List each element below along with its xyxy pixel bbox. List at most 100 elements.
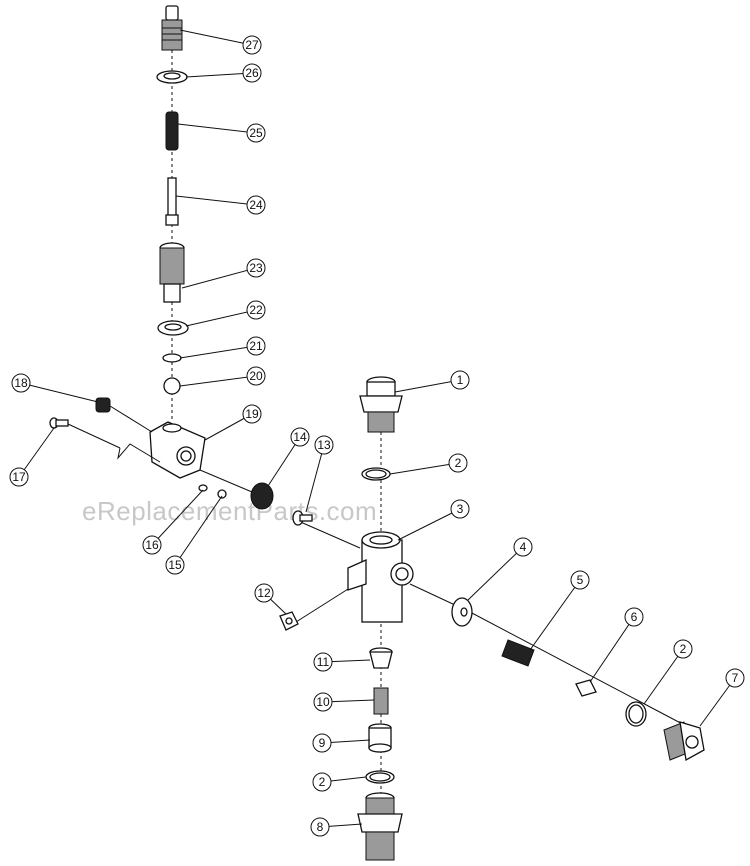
callout-balloon-12 (254, 583, 274, 603)
callout-label-22: 22 (249, 303, 263, 317)
callout-balloon-21 (246, 336, 266, 356)
callout-balloon-27 (242, 35, 262, 55)
callout-balloon-17 (9, 467, 29, 487)
part-2-o-ring-right (625, 701, 647, 727)
callout-label-5: 5 (577, 573, 584, 587)
callout-balloon-15 (165, 555, 185, 575)
part-16-small-o-ring (198, 484, 208, 492)
part-11-cap (369, 647, 393, 669)
callout-leader-27 (179, 29, 253, 46)
part-2-o-ring-upper (361, 467, 391, 481)
part-8-bottom-fitting (357, 792, 403, 861)
callout-leader-2 (389, 462, 459, 475)
callout-label-27: 27 (245, 38, 259, 52)
part-18-plug (95, 397, 111, 413)
callout-leader-17 (18, 427, 55, 478)
part-23-threaded-body (159, 242, 185, 303)
callout-leader-20 (179, 375, 257, 387)
callout-balloon-25 (246, 123, 266, 143)
callout-balloon-18 (11, 373, 31, 393)
callout-balloon-19 (242, 404, 262, 424)
callout-balloon-6 (624, 607, 644, 627)
callout-leader-26 (185, 72, 253, 78)
callout-balloon-5 (570, 570, 590, 590)
callout-balloon-2 (448, 453, 468, 473)
part-17-screw (49, 417, 69, 429)
callout-balloon-13 (314, 435, 334, 455)
callout-balloon-24 (246, 195, 266, 215)
callout-balloon-22 (246, 300, 266, 320)
part-13-pin (292, 510, 313, 526)
callout-label-18: 18 (14, 376, 28, 390)
callout-label-3: 3 (457, 502, 464, 516)
callout-label-15: 15 (168, 558, 182, 572)
callout-label-23: 23 (249, 261, 263, 275)
callout-label-8: 8 (317, 820, 324, 834)
callout-balloon-4 (513, 537, 533, 557)
upper-assembly (49, 5, 274, 510)
part-10-spring (373, 687, 389, 715)
callout-label-21: 21 (249, 339, 263, 353)
callout-label-14: 14 (293, 430, 307, 444)
part-4-washer (451, 597, 473, 627)
callout-label-10: 10 (316, 695, 330, 709)
explosion-line-7 (469, 611, 691, 729)
callout-balloon-2 (673, 639, 693, 659)
part-26-hex-nut (156, 70, 188, 84)
callout-label-17: 17 (12, 470, 26, 484)
callout-balloon-20 (246, 366, 266, 386)
watermark-text: eReplacementParts.com (82, 496, 377, 526)
part-14-diaphragm (250, 482, 274, 510)
callout-label-26: 26 (245, 66, 259, 80)
callout-balloon-1 (450, 370, 470, 390)
part-27-stem-cap (161, 5, 183, 51)
callout-leader-21 (179, 345, 257, 359)
part-20-ball (163, 377, 181, 395)
explosion-line-13 (295, 519, 361, 549)
explosion-line-17 (67, 423, 121, 449)
callout-layer: 2726252423222120181719141312316154562712… (9, 29, 745, 837)
part-22-hex-nut (157, 320, 189, 336)
callout-leader-3 (397, 508, 461, 541)
callout-balloon-3 (450, 499, 470, 519)
callout-leader-16 (151, 489, 204, 546)
callout-leader-23 (181, 267, 257, 289)
callout-label-25: 25 (249, 126, 263, 140)
callout-label-2: 2 (680, 642, 687, 656)
callout-leader-4 (467, 546, 524, 601)
callout-label-11: 11 (317, 655, 330, 669)
part-24-pin (165, 177, 179, 226)
callout-label-19: 19 (245, 407, 259, 421)
callout-leader-1 (394, 379, 461, 393)
explosion-line-12 (295, 583, 357, 623)
callout-label-4: 4 (520, 540, 527, 554)
main-assembly (279, 376, 705, 861)
callout-label-2: 2 (319, 775, 326, 789)
callout-leader-22 (185, 309, 257, 327)
explosion-line-14 (199, 469, 253, 493)
part-19-block-body (149, 421, 206, 479)
part-12-plug (279, 611, 299, 631)
callout-leader-7 (699, 677, 736, 727)
part-9-sleeve (368, 723, 392, 753)
callout-leader-5 (529, 579, 581, 651)
callout-balloon-9 (312, 733, 332, 753)
explosion-line-17-break (117, 443, 161, 463)
callout-balloon-2 (312, 772, 332, 792)
callout-balloon-23 (246, 258, 266, 278)
part-15-small-o-ring (217, 489, 227, 499)
callout-label-16: 16 (145, 538, 159, 552)
callout-label-12: 12 (257, 586, 271, 600)
part-1-top-fitting (359, 376, 403, 433)
callout-leader-25 (177, 123, 257, 134)
callout-leader-15 (174, 495, 223, 566)
part-5-spring (501, 639, 535, 667)
part-6-valve (575, 679, 597, 697)
part-3-main-body (347, 531, 414, 623)
callout-balloon-14 (290, 427, 310, 447)
callout-leader-13 (305, 444, 325, 513)
part-7-end-fitting (663, 721, 705, 762)
callout-label-7: 7 (732, 671, 739, 685)
callout-leader-2 (643, 648, 684, 705)
